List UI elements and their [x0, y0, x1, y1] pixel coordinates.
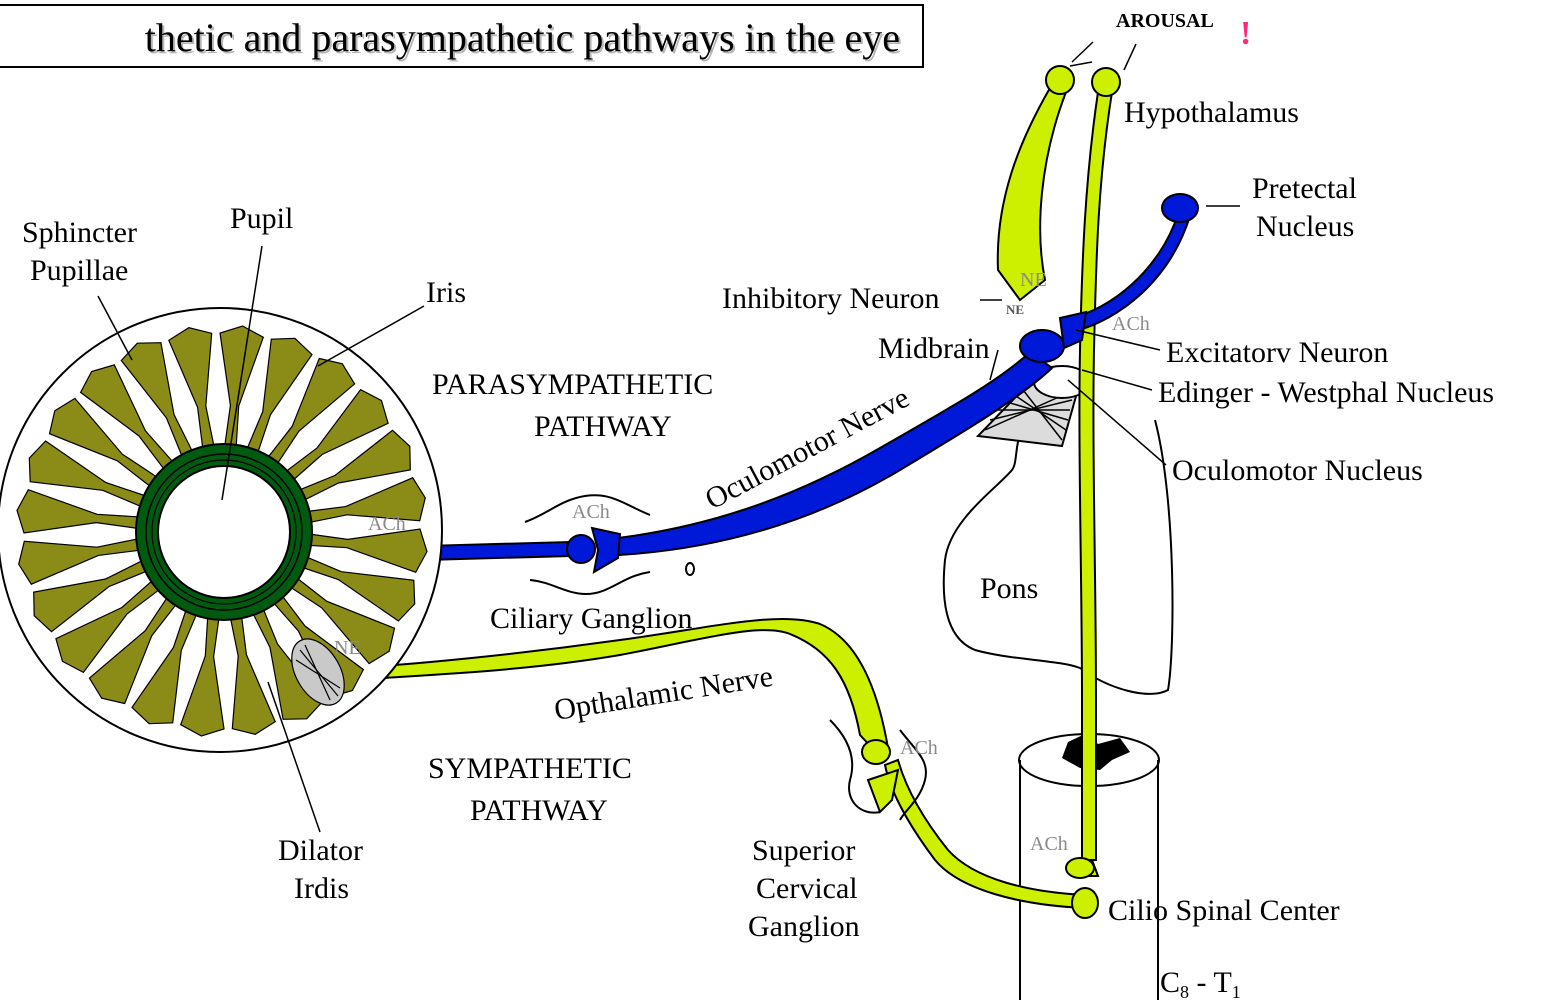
pons-label: Pons	[980, 572, 1038, 605]
title-box: thetic and parasympathetic pathways in t…	[0, 4, 924, 68]
sphincter-label-line2: Pupillae	[30, 254, 128, 287]
ach-spinal-tag: ACh	[1030, 833, 1068, 855]
cilio-spinal-label: Cilio Spinal Center	[1108, 894, 1340, 927]
diagram-title: thetic and parasympathetic pathways in t…	[145, 14, 900, 61]
midbrain-label: Midbrain	[878, 332, 990, 365]
segment-c: C	[1160, 966, 1180, 999]
edinger-westphal-label: Edinger - Westphal Nucleus	[1158, 376, 1494, 409]
superior-cervical-label-line3: Ganglion	[748, 910, 860, 943]
arousal-label: AROUSAL	[1116, 10, 1214, 32]
pretectal-label-line1: Pretectal	[1252, 172, 1357, 205]
excitatory-neuron-label: Excitatorv Neuron	[1166, 336, 1388, 369]
sympathetic-title-line1: SYMPATHETIC	[428, 752, 632, 785]
segment-t-sub: 1	[1232, 982, 1241, 1000]
iris-label: Iris	[426, 276, 466, 309]
ach-iris-tag: ACh	[368, 513, 406, 535]
arousal-exclamation: !	[1240, 15, 1251, 52]
ach-cervical-tag: ACh	[900, 737, 938, 759]
superior-cervical-terminal	[868, 770, 898, 812]
sphincter-label-line1: Sphincter	[22, 216, 137, 249]
ach-ciliary-tag: ACh	[572, 501, 610, 523]
ach-excitatory-tag: ACh	[1112, 313, 1150, 335]
segment-separator: - T	[1189, 966, 1232, 999]
ciliary-ganglion-label: Ciliary Ganglion	[490, 602, 692, 635]
dilator-label-line2: Irdis	[294, 872, 349, 905]
oculomotor-nucleus-label: Oculomotor Nucleus	[1172, 454, 1423, 487]
superior-cervical-label-line1: Superior	[752, 834, 855, 867]
ne-top-tag: NE	[1020, 269, 1047, 291]
pretectal-soma	[1162, 194, 1198, 222]
parasympathetic-title-line2: PATHWAY	[534, 410, 672, 443]
ciliary-terminal	[592, 528, 620, 572]
hypothalamus-label: Hypothalamus	[1124, 96, 1299, 129]
sympathetic-title-line2: PATHWAY	[470, 794, 608, 827]
pupil-label: Pupil	[230, 202, 293, 235]
edinger-westphal-soma	[1020, 330, 1064, 362]
dilator-label-line1: Dilator	[278, 834, 363, 867]
ne-small-tag: NE	[1006, 302, 1024, 317]
ciliary-ganglion-soma	[567, 535, 595, 563]
parasympathetic-title-line1: PARASYMPATHETIC	[432, 368, 713, 401]
superior-cervical-label-line2: Cervical	[756, 872, 858, 905]
segment-c-sub: 8	[1180, 982, 1189, 1000]
segment-label: C8 - T1	[1160, 966, 1241, 1000]
inhibitory-neuron-label: Inhibitory Neuron	[722, 282, 939, 315]
ne-iris-tag: NE	[334, 637, 361, 659]
pretectal-label-line2: Nucleus	[1256, 210, 1354, 243]
superior-cervical-soma	[862, 740, 890, 764]
cilio-spinal-soma	[1072, 888, 1098, 918]
opthalamic-nerve-label: Opthalamic Nerve	[552, 660, 775, 727]
small-ring	[686, 563, 694, 575]
